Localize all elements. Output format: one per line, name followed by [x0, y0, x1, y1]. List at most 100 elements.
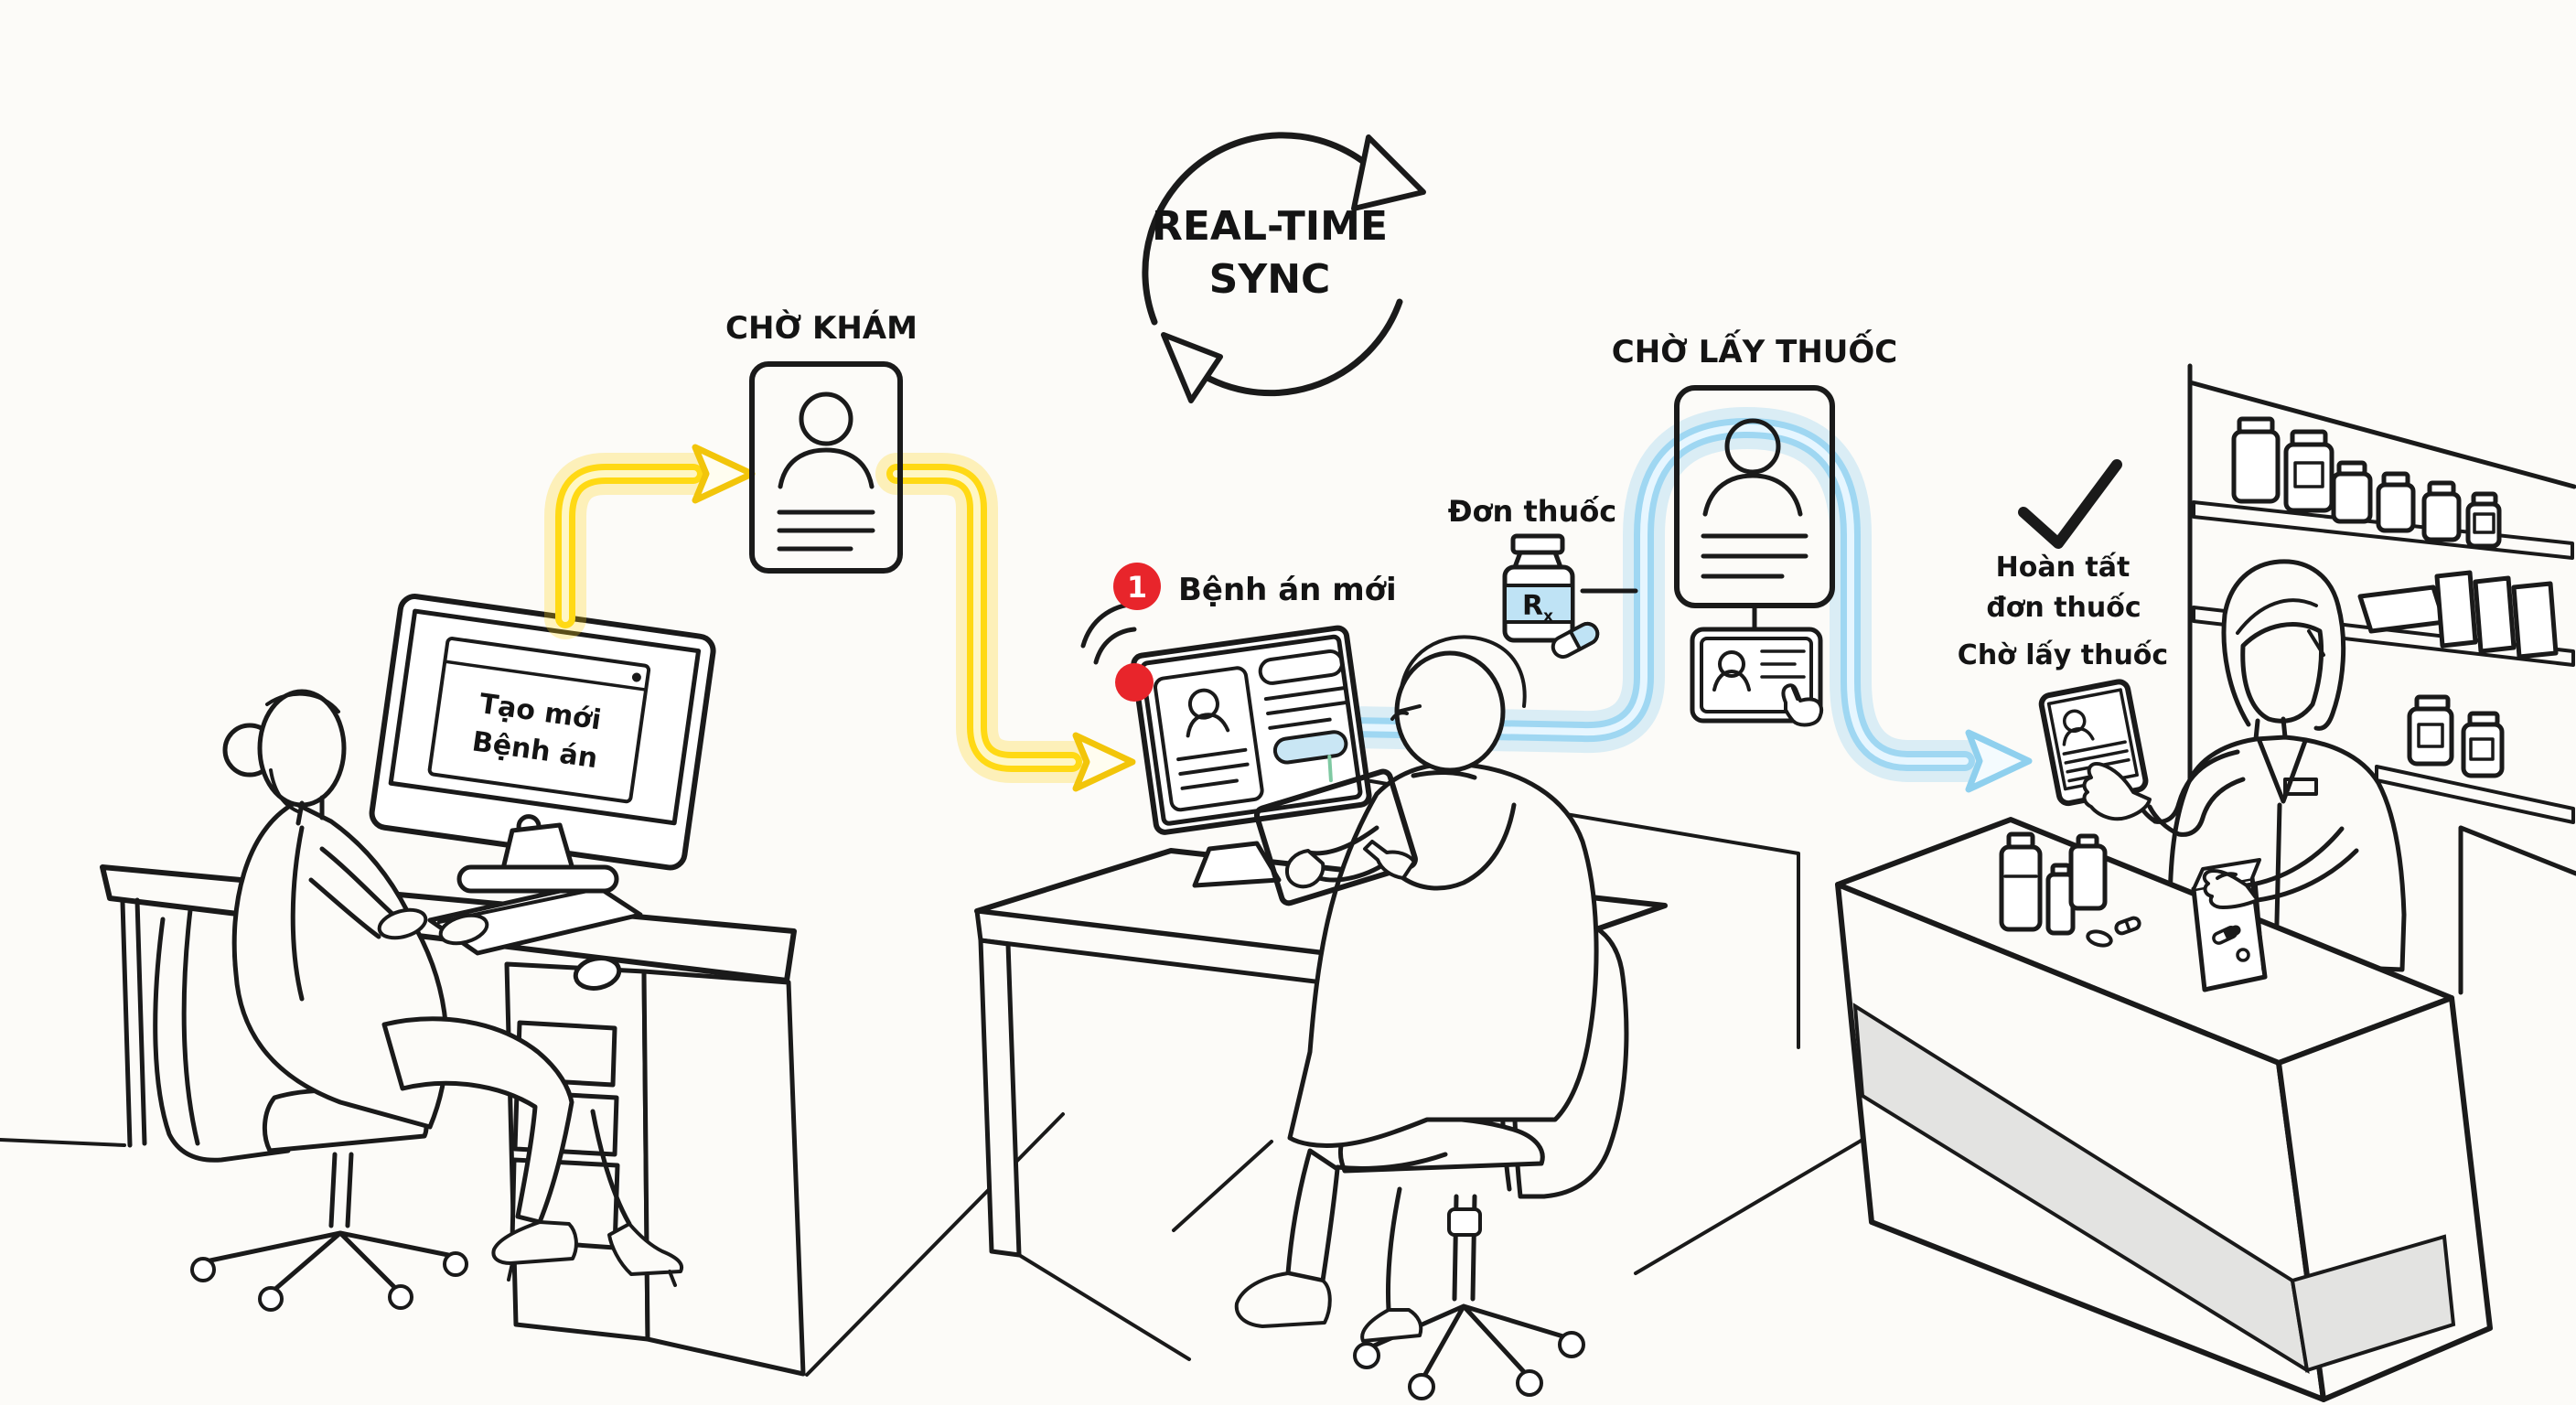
pill-capsule-icon [2114, 916, 2141, 936]
bag-capsule-print [2212, 925, 2241, 945]
signal-arcs-icon [1080, 601, 1139, 665]
bottle-body [2231, 429, 2281, 504]
reception-station: Tạo mới Bệnh án [100, 594, 806, 1377]
screen-text-lines [1263, 685, 1350, 730]
monitor-stand-base [456, 864, 619, 894]
doctor-hair [1400, 635, 1527, 708]
action-button [1272, 730, 1348, 765]
sync-arrowhead-top [1351, 134, 1426, 211]
bottle-label [2473, 512, 2496, 534]
badge-count: 1 [1127, 570, 1147, 605]
person-shoulders [2062, 727, 2095, 746]
medicine-box-icon [2473, 575, 2517, 654]
bottle-body [2461, 722, 2505, 778]
print-pill [2236, 948, 2250, 962]
coat-pocket [2283, 778, 2318, 796]
doctor-pointing-hand [1363, 840, 1416, 880]
person-shoulders [1702, 473, 1803, 517]
bottle-label [2293, 461, 2324, 488]
pharmacy-queue-card: CHỜ LẤY THUỐC [1612, 329, 1897, 727]
card-text-lines [777, 509, 875, 552]
floor-line [805, 1112, 1065, 1377]
shelf-wall-edge [2187, 363, 2576, 853]
id-card-lines [1760, 649, 1806, 679]
doctor-collar [1411, 769, 1477, 780]
receptionist-arm [308, 846, 396, 939]
card-text-lines [1701, 533, 1809, 579]
counter-items [1999, 826, 2359, 992]
shelf-boxes [2357, 570, 2559, 660]
receptionist-head [257, 689, 347, 808]
bottle-body [2331, 471, 2373, 524]
sync-arc-top [1142, 132, 1387, 326]
badge-circle [1113, 563, 1161, 610]
pill-icon [2086, 929, 2113, 948]
side-counter-edge [2458, 825, 2576, 995]
flow-glow [544, 453, 714, 639]
chair-stem [328, 1152, 354, 1228]
flow-core [1348, 424, 1969, 765]
person-shoulders [1186, 713, 1230, 738]
exam-queue-label: CHỜ KHÁM [725, 309, 918, 347]
pharmacist-arm [2152, 749, 2246, 837]
person-shoulders [778, 447, 875, 489]
person-icon [799, 391, 853, 446]
doctor-leg-back [1386, 1186, 1402, 1313]
receptionist-hand [438, 913, 489, 946]
doctor-shoe-back [1360, 1308, 1423, 1343]
mouse-icon [573, 956, 622, 991]
tablet-lines [2062, 740, 2131, 783]
person-shoulders [1712, 670, 1751, 692]
floor-line [1172, 1140, 1273, 1232]
receptionist-hair [265, 692, 340, 814]
caster-wheel [443, 1251, 468, 1277]
screen-pill-outline [1258, 649, 1345, 685]
doctor-tablet [1253, 768, 1418, 906]
doctor-station: 1 Bệnh án mới [974, 563, 1668, 1400]
doctor-glasses [1390, 704, 1422, 721]
sync-icon: REAL-TIME SYNC [1142, 132, 1426, 403]
person-icon [2062, 709, 2087, 734]
chair-stem-collar [1447, 1207, 1482, 1237]
capsule-icon [1551, 621, 1600, 660]
receptionist-neck [295, 795, 325, 826]
monitor-screen [388, 608, 702, 826]
doctor [1234, 635, 1599, 1343]
sync-arc-bottom [1187, 298, 1403, 397]
pharmacy-counter [1835, 817, 2493, 1402]
bottle-body [2068, 843, 2108, 911]
tablet-body [1253, 768, 1418, 906]
rx-bottle-icon: R x [1502, 533, 1575, 643]
bottle-label [2417, 723, 2444, 748]
patient-id-card-icon [1690, 627, 1824, 727]
desk-bottom-line [1017, 1253, 1191, 1361]
notification-badge: 1 Bệnh án mới [1113, 563, 1397, 610]
flow-core [562, 470, 697, 622]
completion-line2: đơn thuốc [1986, 592, 2141, 624]
bottle-body [1999, 844, 2043, 932]
capsule-half [1568, 621, 1600, 652]
capsule-line [2124, 918, 2131, 933]
doctor-hand [1284, 849, 1326, 889]
receptionist-shoe [607, 1222, 683, 1287]
medicine-box-icon [2511, 581, 2559, 660]
person-icon [1724, 418, 1781, 475]
shelf-bottles [2231, 416, 2502, 549]
completion-line3: Chờ lấy thuốc [1958, 639, 2168, 671]
caster-wheel [190, 1257, 216, 1282]
bottle-label [1503, 584, 1574, 624]
flow-core [893, 470, 1076, 766]
desk-leg-panel [978, 938, 1022, 1258]
pharmacist-bag-arm [2244, 826, 2359, 903]
person-icon [1187, 688, 1219, 720]
caster-wheel [388, 1284, 413, 1310]
patient-card-icon [749, 361, 903, 574]
sync-arrowhead-bottom [1161, 332, 1223, 403]
receptionist [222, 689, 683, 1287]
checkmark-icon [2018, 459, 2122, 549]
bottle-cap [1510, 533, 1565, 555]
pharmacy-shelves [2187, 363, 2576, 853]
doctor-monitor [1131, 625, 1372, 835]
completion-group: Hoàn tất đơn thuốc Chờ lấy thuốc [1958, 459, 2168, 671]
receptionist-sash [290, 825, 305, 1002]
